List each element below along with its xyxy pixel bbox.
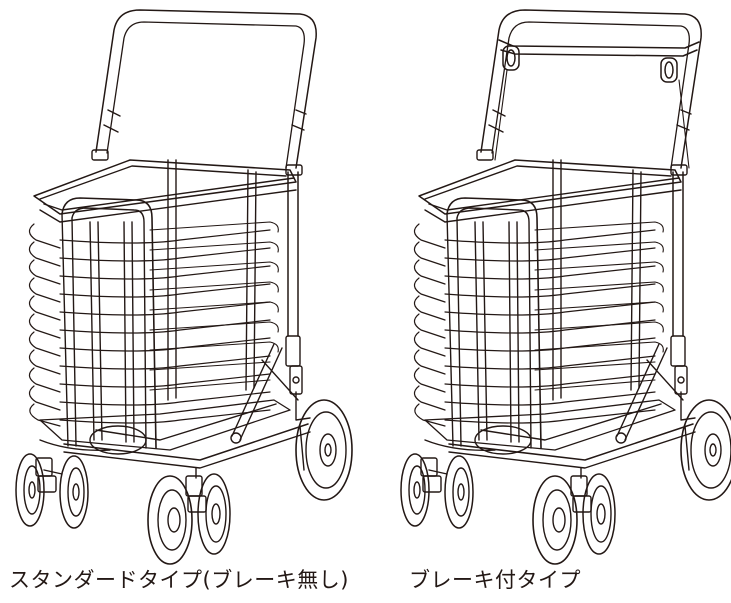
- caption-standard-type: スタンダードタイプ(ブレーキ無し): [9, 568, 349, 592]
- caption-brake-type: ブレーキ付タイプ: [409, 568, 581, 592]
- brake-cart-drawing: [400, 9, 731, 565]
- brake-lever: [494, 39, 700, 169]
- standard-cart-drawing: [15, 9, 353, 565]
